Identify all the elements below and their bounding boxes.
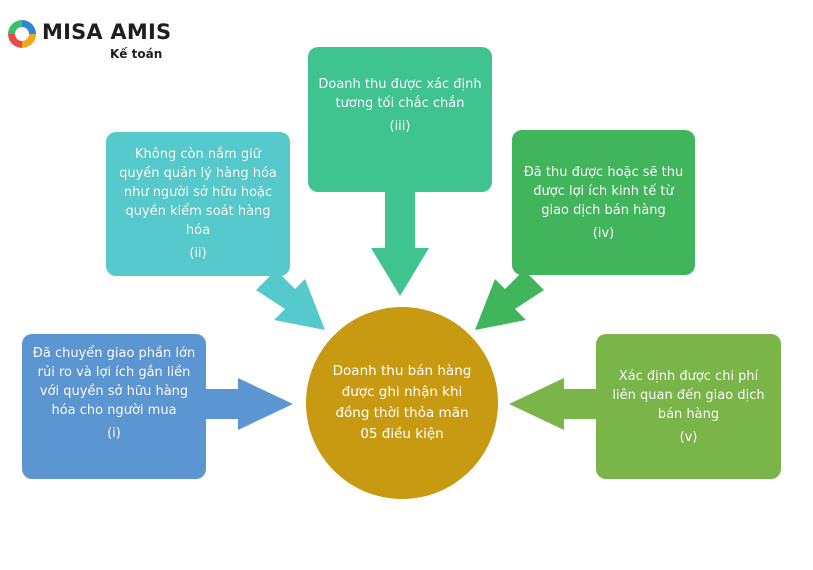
arrow-v xyxy=(509,378,596,430)
condition-box-ii: Không còn nắm giữ quyền quản lý hàng hóa… xyxy=(106,132,290,276)
misa-ring-icon xyxy=(8,20,36,48)
condition-text-i: Đã chuyển giao phần lớn rủi ro và lợi íc… xyxy=(32,346,196,418)
condition-text-iv: Đã thu được hoặc sẽ thu được lợi ích kin… xyxy=(523,164,684,218)
center-circle: Doanh thu bán hàng được ghi nhận khi đồn… xyxy=(306,307,498,499)
condition-box-iii: Doanh thu được xác định tương tối chắc c… xyxy=(308,47,492,192)
arrow-iv xyxy=(475,270,544,330)
condition-numeral-i: (i) xyxy=(107,426,121,441)
condition-text-v: Xác định được chi phí liên quan đến giao… xyxy=(612,368,765,422)
center-text: Doanh thu bán hàng được ghi nhận khi đồn… xyxy=(332,363,472,442)
condition-numeral-ii: (ii) xyxy=(189,246,207,261)
arrow-iii xyxy=(371,192,429,296)
condition-box-iv: Đã thu được hoặc sẽ thu được lợi ích kin… xyxy=(512,130,695,275)
condition-numeral-iii: (iii) xyxy=(389,119,411,134)
arrow-ii xyxy=(256,270,325,330)
condition-box-v: Xác định được chi phí liên quan đến giao… xyxy=(596,334,781,479)
condition-text-ii: Không còn nắm giữ quyền quản lý hàng hóa… xyxy=(119,147,277,238)
condition-text-iii: Doanh thu được xác định tương tối chắc c… xyxy=(318,77,482,111)
condition-numeral-v: (v) xyxy=(679,429,698,445)
logo-name: MISA AMIS xyxy=(42,20,172,44)
misa-amis-logo: MISA AMIS Kế toán xyxy=(6,14,176,62)
condition-box-i: Đã chuyển giao phần lớn rủi ro và lợi íc… xyxy=(22,334,206,479)
logo-subtitle: Kế toán xyxy=(110,47,163,61)
arrow-i xyxy=(206,378,293,430)
condition-numeral-iv: (iv) xyxy=(592,225,615,241)
